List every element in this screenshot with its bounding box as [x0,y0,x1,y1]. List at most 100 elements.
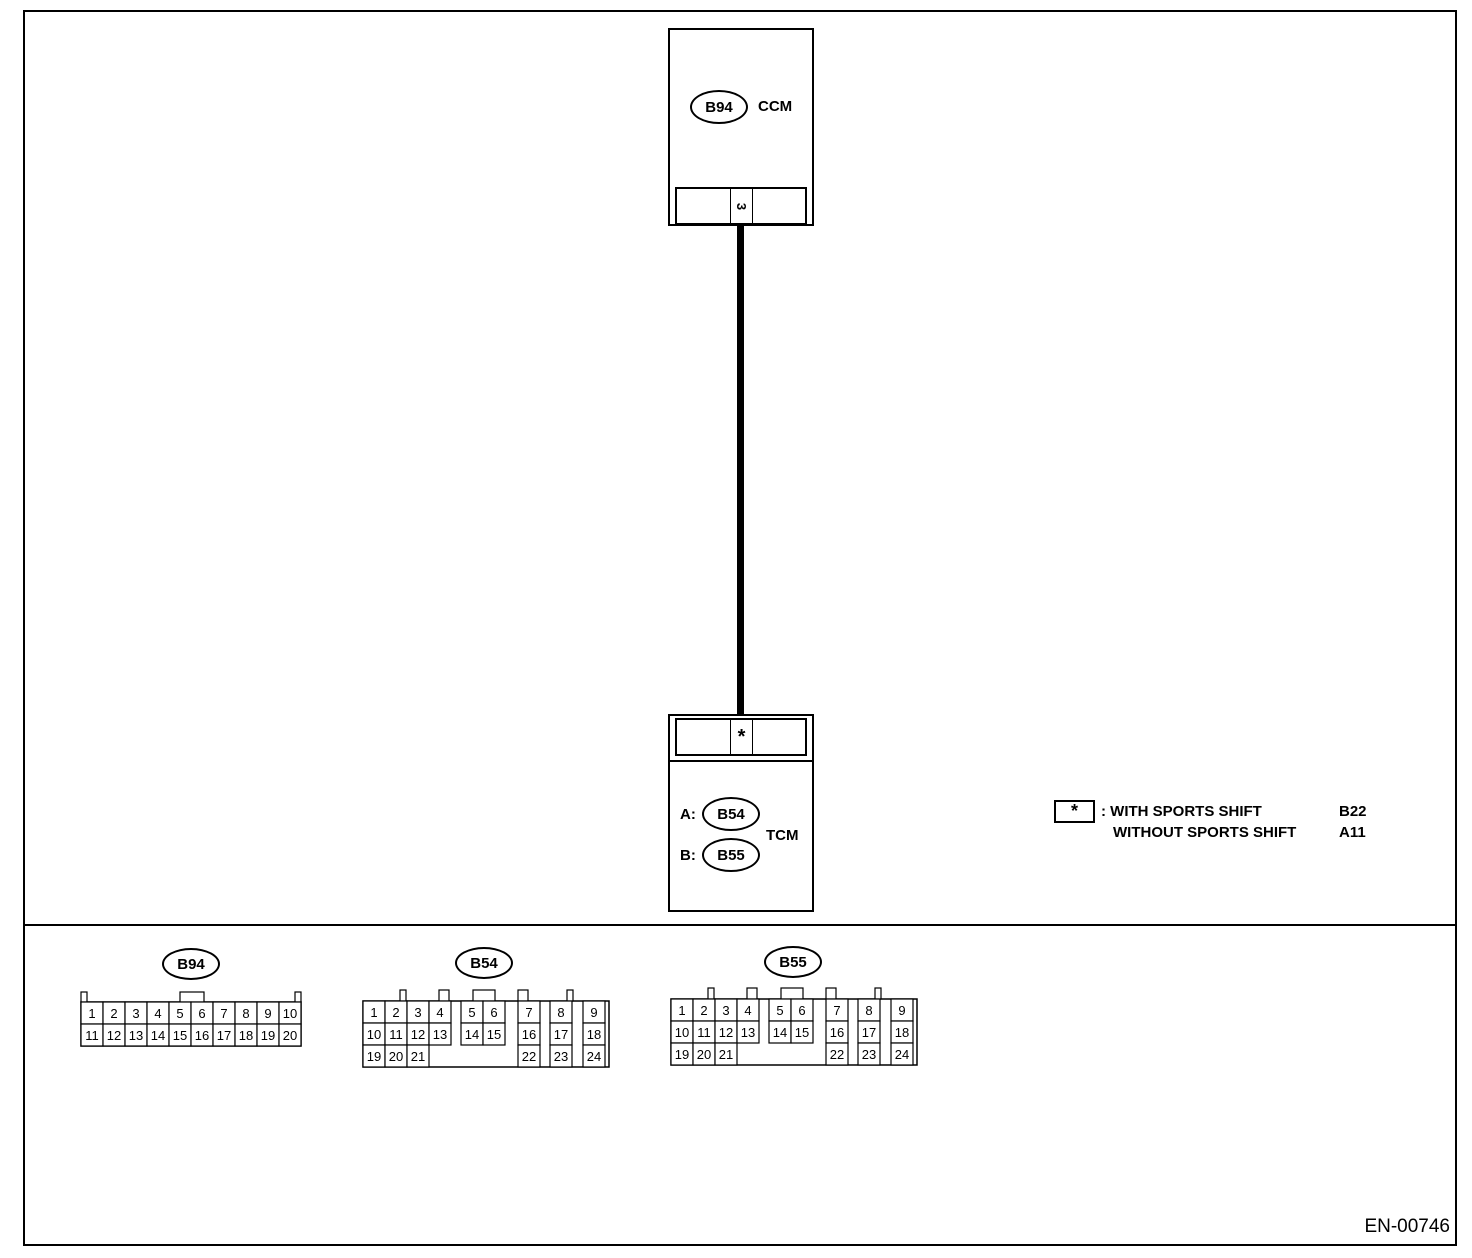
signal-wire [737,226,744,716]
b54-face-tab [438,989,450,1002]
b55-pin: 21 [714,1042,738,1066]
legend-line2-label: WITHOUT SPORTS SHIFT [1113,824,1297,841]
b94-pin: 2 [102,1001,126,1025]
b94-pin: 19 [256,1023,280,1047]
b94-face-right-tab [294,991,302,1003]
b55-pin: 24 [890,1042,914,1066]
svg-text:1: 1 [370,1005,377,1020]
legend-line1-value: B22 [1339,803,1367,820]
svg-text:6: 6 [490,1005,497,1020]
b94-pin: 7 [212,1001,236,1025]
svg-text:17: 17 [862,1025,876,1040]
svg-text:15: 15 [487,1027,501,1042]
svg-text:22: 22 [830,1047,844,1062]
tcm-pin-symbol: * [737,725,746,748]
svg-text:17: 17 [554,1027,568,1042]
b54-pin: 22 [517,1044,541,1068]
tcm-connector-a-prefix: A: [680,806,696,823]
diagram-code: EN-00746 [1364,1216,1450,1237]
svg-text:8: 8 [865,1003,872,1018]
svg-text:20: 20 [697,1047,711,1062]
b94-pin: 1 [80,1001,104,1025]
svg-text:4: 4 [436,1005,443,1020]
b54-pin: 4 [428,1000,452,1024]
b54-pin: 20 [384,1044,408,1068]
b55-face-key [780,987,804,1000]
svg-text:16: 16 [830,1025,844,1040]
svg-text:17: 17 [217,1028,231,1043]
b54-face-tab [517,989,529,1002]
svg-text:20: 20 [283,1028,297,1043]
svg-text:3: 3 [414,1005,421,1020]
legend-symbol: * [1070,801,1078,821]
svg-text:12: 12 [411,1027,425,1042]
b55-pin: 16 [825,1020,849,1044]
svg-text:1: 1 [678,1003,685,1018]
b54-face-tab [566,989,574,1002]
b54-pin: 11 [384,1022,408,1046]
svg-text:20: 20 [389,1049,403,1064]
svg-text:8: 8 [242,1006,249,1021]
legend-symbol-box: * [1054,800,1095,823]
svg-text:16: 16 [522,1027,536,1042]
b55-face-tab [825,987,837,1000]
svg-text:23: 23 [554,1049,568,1064]
b54-pin: 21 [406,1044,430,1068]
legend-line2-value: A11 [1339,824,1366,841]
b94-face-left-tab [80,991,88,1003]
tcm-connector-b-oval: B55 [702,838,760,872]
b55-face-tab [874,987,882,1000]
svg-text:11: 11 [389,1027,403,1042]
b55-pin: 8 [857,998,881,1022]
face-b55-oval: B55 [764,946,822,978]
svg-text:18: 18 [587,1027,601,1042]
svg-text:10: 10 [283,1006,297,1021]
svg-text:24: 24 [587,1049,601,1064]
b54-pin: 16 [517,1022,541,1046]
svg-text:1: 1 [88,1006,95,1021]
svg-text:16: 16 [195,1028,209,1043]
b54-pin: 5 [460,1000,484,1024]
b54-pin: 24 [582,1044,606,1068]
b55-pin: 1 [670,998,694,1022]
svg-text:6: 6 [198,1006,205,1021]
svg-text:2: 2 [392,1005,399,1020]
svg-text:6: 6 [798,1003,805,1018]
svg-text:22: 22 [522,1049,536,1064]
svg-text:10: 10 [367,1027,381,1042]
ccm-connector-oval: B94 [690,90,748,124]
b55-pin: 6 [790,998,814,1022]
svg-text:11: 11 [697,1025,711,1040]
b94-pin: 12 [102,1023,126,1047]
svg-text:18: 18 [895,1025,909,1040]
b54-pin: 9 [582,1000,606,1024]
b94-face-key [179,991,205,1003]
b94-pin: 8 [234,1001,258,1025]
b94-pin: 14 [146,1023,170,1047]
b54-pin: 3 [406,1000,430,1024]
b55-pin: 22 [825,1042,849,1066]
svg-text:23: 23 [862,1047,876,1062]
b54-face-tab [399,989,407,1002]
svg-text:19: 19 [675,1047,689,1062]
b55-pin: 10 [670,1020,694,1044]
svg-text:18: 18 [239,1028,253,1043]
b54-pin: 15 [482,1022,506,1046]
svg-text:21: 21 [411,1049,425,1064]
b54-pin: 17 [549,1022,573,1046]
svg-text:7: 7 [833,1003,840,1018]
diagram-frame [23,10,1457,1246]
b55-pin: 19 [670,1042,694,1066]
svg-text:12: 12 [107,1028,121,1043]
tcm-connector-strip: * [675,718,807,756]
svg-text:4: 4 [154,1006,161,1021]
b55-pin: 17 [857,1020,881,1044]
b94-pin: 13 [124,1023,148,1047]
svg-text:19: 19 [261,1028,275,1043]
b55-face-tab [746,987,758,1000]
b94-pin: 16 [190,1023,214,1047]
b54-pin: 8 [549,1000,573,1024]
b94-pin: 10 [278,1001,302,1025]
b54-face-key [472,989,496,1002]
